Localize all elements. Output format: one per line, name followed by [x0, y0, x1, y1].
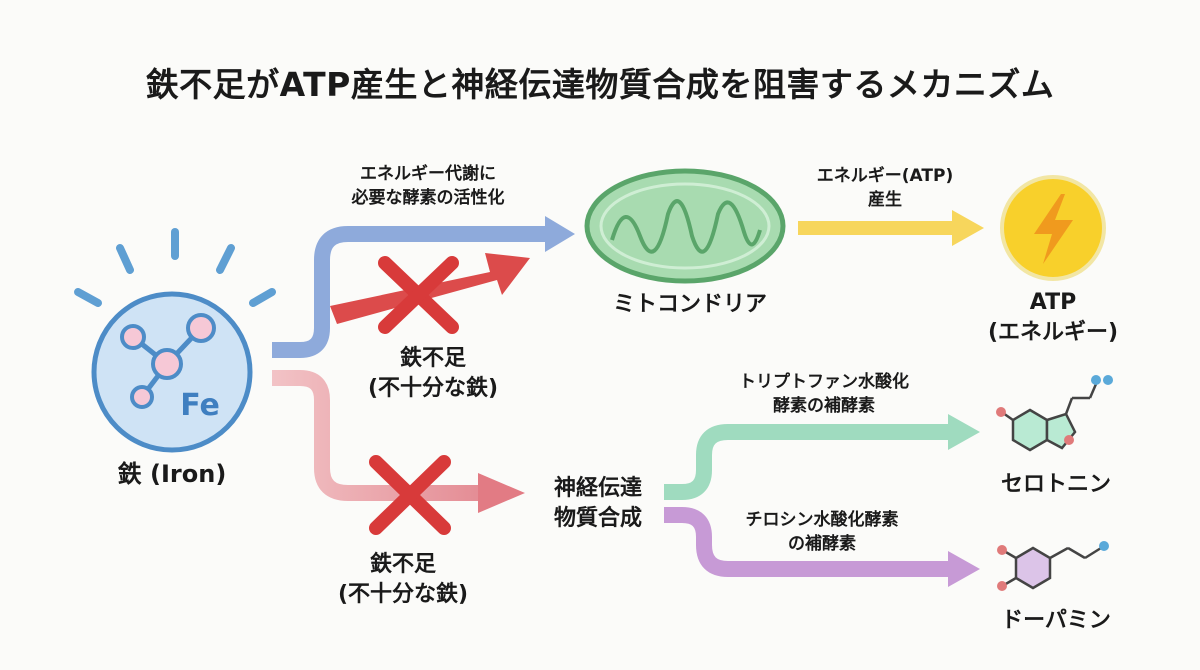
neurotransmitter-synthesis-label: 神経伝達 物質合成 — [532, 474, 664, 534]
atp-line-1: ATP — [1029, 290, 1077, 315]
blue-activation-arrow — [272, 226, 545, 358]
page-title: 鉄不足がATP産生と神経伝達物質合成を阻害するメカニズム — [145, 65, 1055, 104]
bottom-deficiency-line-2: (不十分な鉄) — [337, 582, 469, 607]
enzyme-activation-line-1: エネルギー代謝に — [360, 164, 496, 184]
dopamine-label: ドーパミン — [1001, 608, 1111, 633]
synthesis-line-2: 物質合成 — [553, 506, 642, 531]
enzyme-activation-label: エネルギー代謝に 必要な酵素の活性化 — [308, 162, 548, 210]
bottom-deficiency-line-1: 鉄不足 — [369, 552, 436, 577]
bottom-block-x-icon — [369, 455, 451, 535]
atp-production-label: エネルギー(ATP) 産生 — [790, 164, 980, 212]
atp-label: ATP (エネルギー) — [968, 288, 1138, 348]
serotonin-path-label: トリプトファン水酸化 酵素の補酵素 — [704, 370, 944, 418]
serotonin-path-line-2: 酵素の補酵素 — [773, 396, 875, 416]
pink-synthesis-arrow — [272, 370, 480, 501]
atp-production-line-2: 産生 — [868, 190, 902, 210]
atp-production-line-1: エネルギー(ATP) — [816, 166, 954, 186]
mitochondria-icon — [584, 168, 786, 284]
green-arrowhead — [948, 414, 980, 450]
top-block-x-icon — [378, 256, 459, 334]
dopamine-molecule-icon — [997, 541, 1109, 591]
iron-label: 鉄 (Iron) — [117, 460, 227, 488]
top-deficiency-line-2: (不十分な鉄) — [367, 376, 499, 401]
purple-arrowhead — [948, 551, 980, 587]
yellow-arrowhead — [952, 210, 984, 246]
serotonin-path-line-1: トリプトファン水酸化 — [739, 372, 909, 392]
dopamine-path-line-2: の補酵素 — [788, 534, 856, 554]
iron-icon — [91, 291, 253, 453]
dopamine-path-line-1: チロシン水酸化酵素 — [745, 510, 899, 530]
purple-dopamine-arrow — [664, 507, 950, 577]
top-deficiency-line-1: 鉄不足 — [399, 346, 466, 371]
top-deficiency-label: 鉄不足 (不十分な鉄) — [348, 344, 518, 404]
lightning-icon — [1000, 175, 1106, 281]
enzyme-activation-line-2: 必要な酵素の活性化 — [351, 188, 505, 208]
atp-line-2: (エネルギー) — [987, 320, 1119, 345]
dopamine-path-label: チロシン水酸化酵素 の補酵素 — [712, 508, 932, 556]
pink-arrowhead — [478, 473, 525, 513]
serotonin-label: セロトニン — [1000, 472, 1111, 497]
synthesis-line-1: 神経伝達 — [553, 476, 642, 501]
serotonin-molecule-icon — [996, 375, 1113, 452]
iron-symbol: Fe — [180, 388, 220, 423]
green-serotonin-arrow — [664, 424, 950, 500]
blue-arrowhead — [545, 216, 575, 252]
bottom-deficiency-label: 鉄不足 (不十分な鉄) — [318, 550, 488, 610]
mitochondria-label: ミトコンドリア — [612, 292, 767, 317]
iron-sparkle-rays — [74, 228, 276, 307]
